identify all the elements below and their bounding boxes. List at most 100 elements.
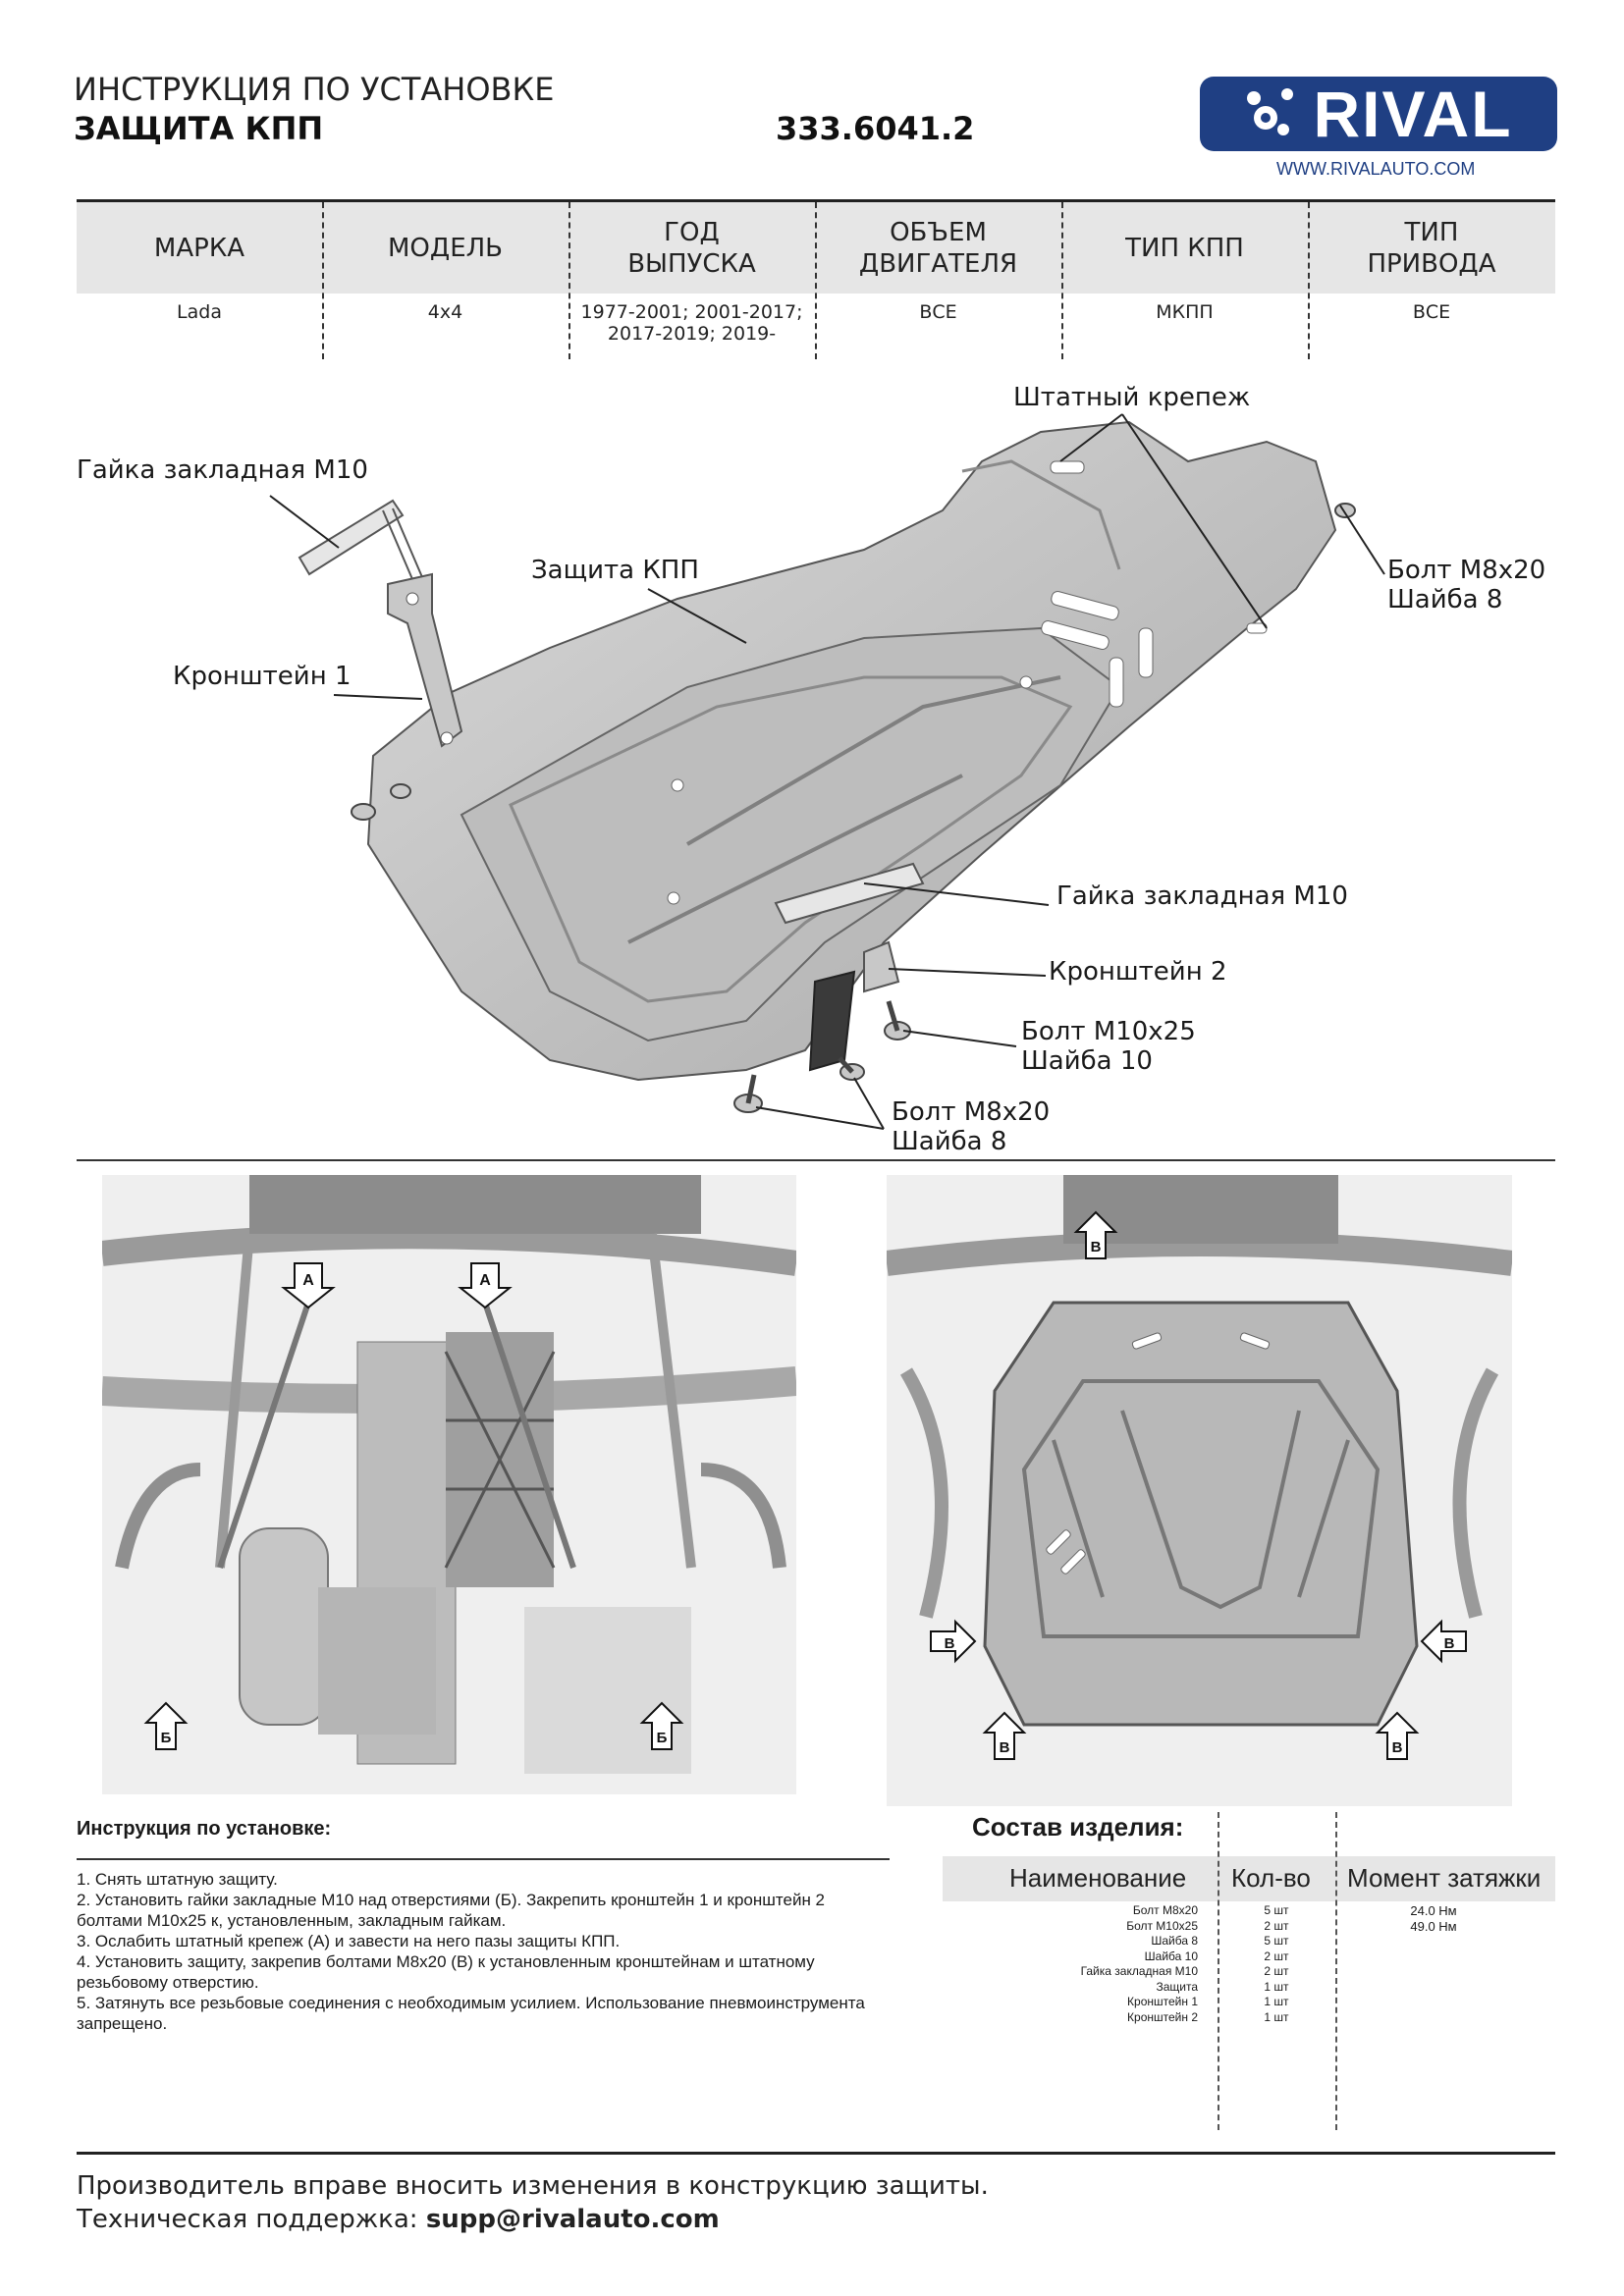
product-name: ЗАЩИТА КПП [74, 110, 324, 147]
brand-name: RIVAL [1313, 78, 1513, 150]
composition-torques: 24.0 Нм 49.0 Нм [1375, 1903, 1492, 1934]
brand-emblem-icon [1247, 88, 1294, 135]
spec-header: ТИП КПП [1125, 233, 1244, 263]
composition-item-qty: 1 шт [1264, 1995, 1289, 2008]
marker-v-text: В [945, 1635, 955, 1652]
composition-item-name: Гайка закладная М10 [1080, 1964, 1198, 1978]
composition-item-name: Шайба 10 [1144, 1949, 1198, 1963]
composition-item-name: Кронштейн 2 [1127, 2009, 1198, 2024]
composition-item-qty: 1 шт [1264, 1979, 1289, 1994]
composition-item-name: Шайба 8 [1151, 1934, 1198, 1948]
label-line: Шайба 10 [1021, 1046, 1153, 1076]
label-line: Болт М8х20 [892, 1097, 1051, 1127]
section-divider [77, 1159, 1555, 1161]
article-number: 333.6041.2 [776, 110, 975, 147]
composition-item-qty: 1 шт [1264, 2009, 1289, 2024]
support-email-link[interactable]: supp@rivalauto.com [425, 2205, 720, 2234]
marker-a-text: А [479, 1272, 491, 1289]
marker-v-bottom-right: В [1375, 1711, 1420, 1760]
spec-value: Lada [177, 301, 222, 323]
marker-b-text: Б [161, 1730, 172, 1746]
instructions-underline [77, 1858, 890, 1860]
spec-value: 1977-2001; 2001-2017; [580, 301, 803, 323]
composition-item-torque: 49.0 Нм [1410, 1918, 1457, 1934]
spec-value: МКПП [1156, 301, 1214, 323]
marker-v-text: В [1091, 1239, 1102, 1255]
composition-item-qty: 5 шт [1264, 1903, 1289, 1917]
spec-header: ТИП [1404, 217, 1459, 247]
composition-item-qty: 2 шт [1264, 1964, 1289, 1978]
composition-names: Болт М8х20 Болт М10х25 Шайба 8 Шайба 10 … [943, 1903, 1198, 2025]
composition-item-name: Защита [1156, 1979, 1198, 1994]
composition-item-name: Болт М10х25 [1126, 1918, 1198, 1933]
composition-item-name: Болт М8х20 [1132, 1903, 1198, 1917]
spec-col-brand: МАРКА Lada [77, 202, 322, 359]
label-bracket-1: Кронштейн 1 [173, 662, 352, 691]
spec-value: ВСЕ [919, 301, 957, 323]
instruction-step: 3. Ослабить штатный крепеж (А) и завести… [77, 1932, 621, 1950]
underbody-photo-installed: В В В В В [887, 1175, 1512, 1806]
marker-a-text: А [302, 1272, 314, 1289]
spec-value: 2017-2019; 2019- [607, 323, 777, 345]
bracket-1 [387, 572, 463, 748]
marker-b-text: Б [657, 1730, 668, 1746]
marker-v-text: В [1000, 1739, 1010, 1756]
spec-col-gearbox: ТИП КПП МКПП [1061, 202, 1308, 359]
label-nut-right: Гайка закладная М10 [1056, 881, 1348, 911]
support-label: Техническая поддержка: [77, 2205, 418, 2234]
label-standard-fastener: Штатный крепеж [1013, 383, 1251, 412]
footer-support: Техническая поддержка: supp@rivalauto.co… [77, 2205, 720, 2234]
guard-plate [366, 420, 1337, 1082]
label-line: Болт М8х20 [1387, 556, 1546, 585]
brand-url[interactable]: WWW.RIVALAUTO.COM [1276, 159, 1476, 179]
marker-v-bottom-left: В [982, 1711, 1027, 1760]
underbody-photo-before: А А Б Б [102, 1175, 796, 1794]
spec-header: МОДЕЛЬ [387, 233, 504, 263]
instructions-steps: 1. Снять штатную защиту. 2. Установить г… [77, 1869, 882, 2034]
composition-divider [1335, 1812, 1337, 2130]
label-guard: Защита КПП [531, 556, 699, 585]
composition-divider [1218, 1812, 1219, 2130]
instruction-step: 4. Установить защиту, закрепив болтами М… [77, 1952, 815, 1992]
marker-a-right: А [458, 1262, 513, 1309]
label-line: Шайба 8 [892, 1127, 1007, 1156]
spec-header: ГОД [664, 217, 720, 247]
composition-col-torque: Момент затяжки [1347, 1863, 1542, 1893]
marker-v-text: В [1392, 1739, 1403, 1756]
composition-item-qty: 5 шт [1264, 1934, 1289, 1948]
spec-value: ВСЕ [1412, 301, 1451, 323]
composition-item-qty: 2 шт [1264, 1918, 1289, 1933]
instruction-step: 5. Затянуть все резьбовые соединения с н… [77, 1994, 865, 2033]
composition-quantities: 5 шт 2 шт 5 шт 2 шт 2 шт 1 шт 1 шт 1 шт [1237, 1903, 1316, 2025]
label-bracket-2: Кронштейн 2 [1049, 957, 1227, 987]
composition-title: Состав изделия: [972, 1812, 1184, 1842]
composition-item-torque: 24.0 Нм [1410, 1903, 1457, 1918]
spec-header: ДВИГАТЕЛЯ [858, 248, 1018, 279]
marker-v-left: В [930, 1619, 977, 1664]
exploded-drawing [269, 413, 1385, 1130]
document-title: ИНСТРУКЦИЯ ПО УСТАНОВКЕ [74, 71, 555, 108]
label-bolt-m8-right: Болт М8х20 Шайба 8 [1387, 556, 1545, 614]
spec-value: 4x4 [427, 301, 463, 323]
leader-lines [269, 413, 1385, 1130]
marker-a-left: А [281, 1262, 336, 1309]
embedded-nut-top [298, 499, 423, 580]
marker-v-right: В [1420, 1619, 1467, 1664]
spec-header: ОБЪЕМ [890, 217, 987, 247]
spec-header: ПРИВОДА [1367, 248, 1496, 279]
label-bolt-m10: Болт М10х25 Шайба 10 [1021, 1017, 1196, 1076]
marker-v-top: В [1073, 1210, 1118, 1259]
composition-col-qty: Кол-во [1231, 1863, 1311, 1893]
marker-b-right: Б [639, 1701, 684, 1750]
composition-item-name: Кронштейн 1 [1127, 1995, 1198, 2008]
label-line: Болт М10х25 [1021, 1017, 1196, 1046]
bolts [351, 503, 1356, 1113]
composition-item-qty: 2 шт [1264, 1949, 1289, 1963]
spec-header: ВЫПУСКА [627, 248, 756, 279]
footer-divider [77, 2152, 1555, 2155]
instruction-step: 1. Снять штатную защиту. [77, 1870, 278, 1889]
bracket-2 [774, 862, 925, 1072]
